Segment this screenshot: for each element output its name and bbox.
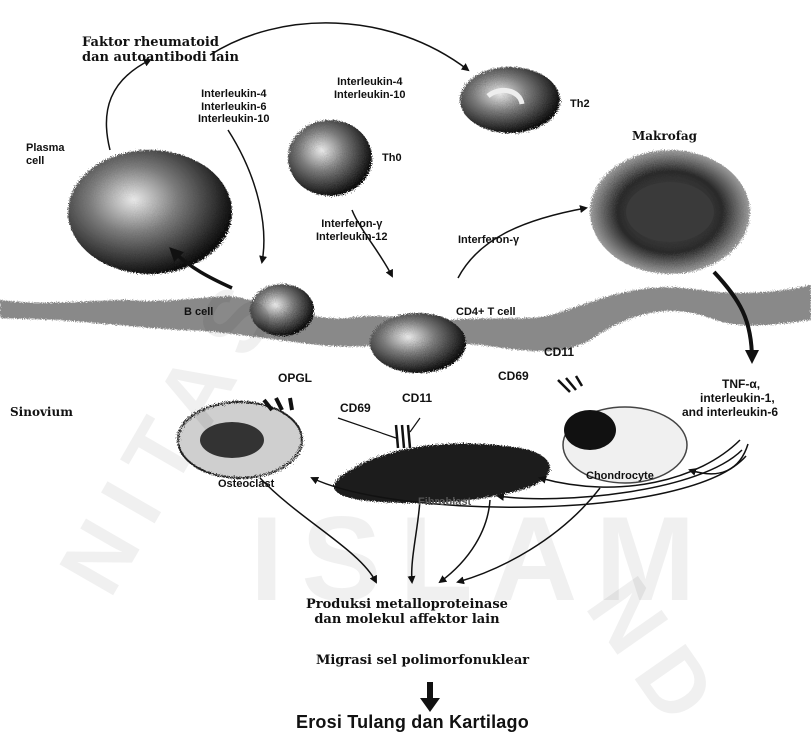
th2-label: Th2 xyxy=(570,98,590,111)
fibroblast-label: Fibroblast xyxy=(418,496,471,509)
interferon-il12-label: Interferon-γ Interleukin-12 xyxy=(316,218,388,243)
cd4-t-cell-label: CD4+ T cell xyxy=(456,306,516,319)
interferon-label: Interferon-γ xyxy=(458,234,519,247)
cd4-t-cell xyxy=(370,313,466,373)
sinovium-label: Sinovium xyxy=(10,406,73,420)
th0-cell xyxy=(288,120,372,196)
migrasi-label: Migrasi sel polimorfonuklear xyxy=(316,654,529,669)
erosi-label: Erosi Tulang dan Kartilago xyxy=(296,712,529,733)
th2-cell xyxy=(460,67,560,133)
th0-label: Th0 xyxy=(382,152,402,165)
cd69-center-label: CD69 xyxy=(340,402,371,416)
tnf-label: TNF-α, interleukin-1, and interleukin-6 xyxy=(682,378,778,419)
plasma-cell-label: Plasma cell xyxy=(26,142,65,167)
makrofag-label: Makrofag xyxy=(632,130,697,144)
osteoclast-label: Osteoclast xyxy=(218,478,274,491)
cd11-right-label: CD11 xyxy=(544,346,574,360)
opgl-label: OPGL xyxy=(278,372,312,386)
produksi-label: Produksi metalloproteinase dan molekul a… xyxy=(306,598,508,628)
plasma-cell xyxy=(68,150,232,274)
cd69-right-label: CD69 xyxy=(498,370,529,384)
b-cell-label: B cell xyxy=(184,306,213,319)
faktor-rheumatoid-label: Faktor rheumatoid dan autoantibodi lain xyxy=(82,36,239,66)
chondrocyte-label: Chondrocyte xyxy=(586,470,654,483)
interleukins-top-label: Interleukin-4 Interleukin-10 xyxy=(334,76,406,101)
interleukins-left-label: Interleukin-4 Interleukin-6 Interleukin-… xyxy=(198,88,270,126)
cd11-center-label: CD11 xyxy=(402,392,432,406)
